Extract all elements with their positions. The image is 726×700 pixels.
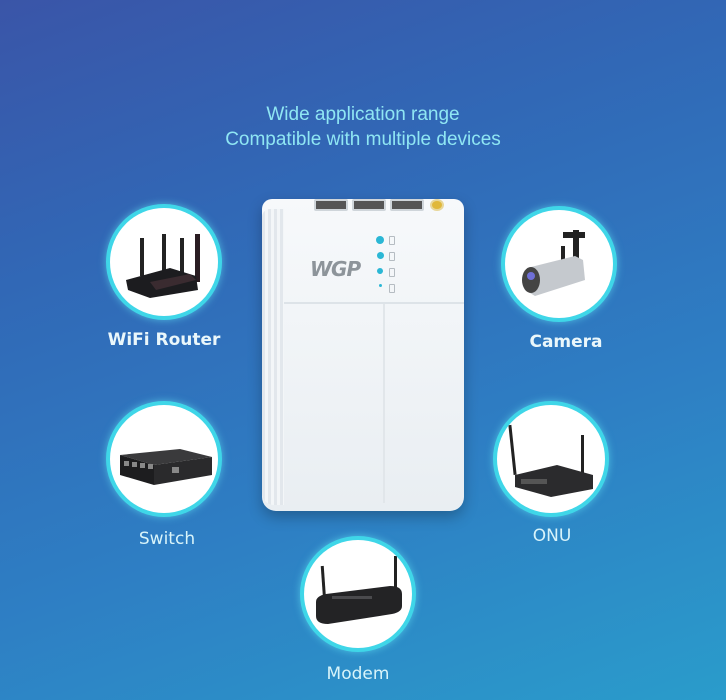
- headline-line-1: Wide application range: [266, 104, 460, 125]
- panel-seam: [284, 302, 464, 304]
- device-label-modem: Modem: [326, 664, 390, 684]
- device-circle-wifi-router: [110, 208, 218, 316]
- battery-icon: [389, 284, 395, 293]
- panel-seam: [383, 304, 385, 503]
- led-indicator: [377, 252, 384, 259]
- dc-port: [352, 199, 386, 211]
- dc-input-port: [430, 199, 444, 211]
- brand-logo: WGP: [310, 257, 361, 281]
- device-circle-onu: [497, 405, 605, 513]
- headline-line-2: Compatible with multiple devices: [225, 129, 501, 150]
- device-label-camera: Camera: [529, 332, 603, 352]
- battery-icon: [389, 236, 395, 245]
- device-label-onu: ONU: [532, 526, 572, 546]
- switch-icon: [120, 449, 212, 485]
- led-indicator: [377, 268, 383, 274]
- device-circle-switch: [110, 405, 218, 513]
- device-label-switch: Switch: [138, 529, 196, 549]
- camera-icon: [522, 230, 585, 296]
- side-vent: [262, 209, 284, 505]
- device-circle-camera: [505, 210, 613, 318]
- device-label-wifi-router: WiFi Router: [107, 330, 221, 350]
- modem-icon: [316, 556, 402, 624]
- mini-ups-product-image: WGP: [262, 199, 464, 511]
- led-indicator: [376, 236, 384, 244]
- device-circle-modem: [304, 540, 412, 648]
- rj45-port: [314, 199, 348, 211]
- led-indicator: [379, 284, 382, 287]
- wifi-router-icon: [126, 234, 200, 298]
- dc-port: [390, 199, 424, 211]
- battery-icon: [389, 268, 395, 277]
- battery-icon: [389, 252, 395, 261]
- onu-icon: [508, 424, 593, 497]
